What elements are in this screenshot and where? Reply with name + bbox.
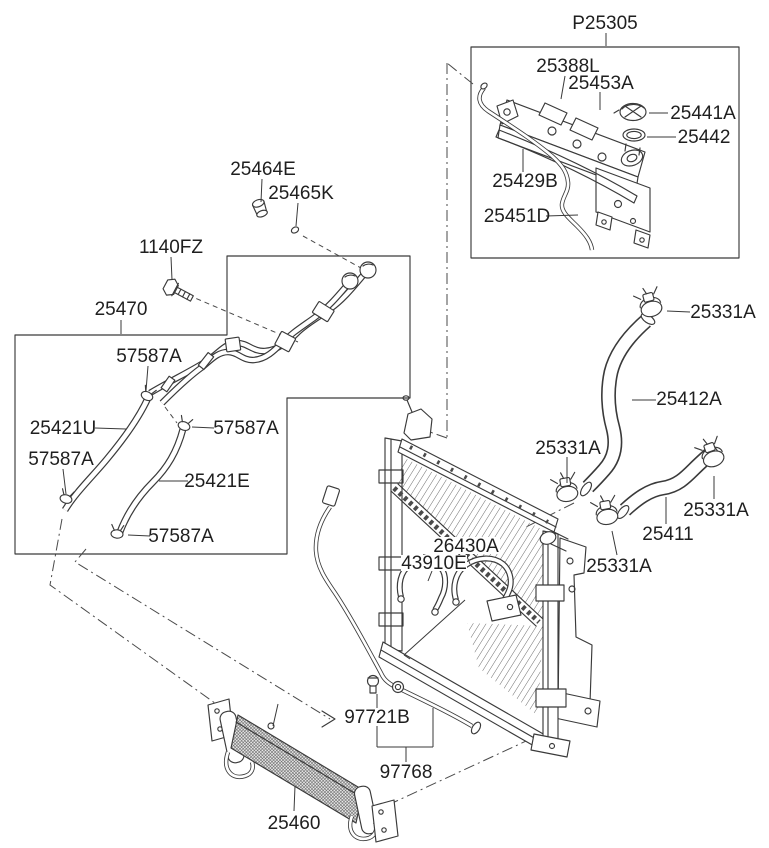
label-97721b: 97721B	[344, 707, 410, 728]
tank-pad-25388l	[538, 102, 568, 126]
radiator-drawing	[378, 395, 601, 758]
label-57587a-4: 57587A	[148, 526, 214, 547]
reservoir-detail-box	[470, 46, 740, 259]
tube-end-cap	[470, 721, 482, 735]
part-labels: P25305 25388L 25453A 25441A 25442 25429B…	[28, 13, 756, 834]
label-pads	[401, 537, 500, 571]
label-43910e: 43910E	[401, 553, 467, 574]
label-25331a-4: 25331A	[586, 556, 652, 577]
label-25442: 25442	[678, 127, 731, 148]
label-25441a: 25441A	[670, 103, 736, 124]
label-p25305: P25305	[572, 13, 638, 34]
tube-assembly-box	[14, 255, 411, 555]
label-57587a-3: 57587A	[28, 449, 94, 470]
label-25460: 25460	[268, 813, 321, 834]
clamp-25331a	[589, 492, 621, 528]
tank-pad-25453a	[569, 117, 599, 141]
label-25451d: 25451D	[484, 206, 551, 227]
label-57587a-2: 57587A	[213, 418, 279, 439]
label-25429b: 25429B	[492, 171, 558, 192]
tube-assembly-25470-drawing	[148, 261, 377, 406]
label-25412a: 25412A	[656, 389, 722, 410]
reservoir-tank-drawing	[477, 82, 651, 251]
pipe-ball-end	[341, 272, 359, 290]
clamp-25331a	[549, 469, 581, 505]
label-25465k: 25465K	[268, 183, 334, 204]
label-25411: 25411	[642, 524, 693, 545]
label-25464e: 25464E	[230, 159, 296, 180]
leader-lines	[62, 33, 715, 812]
label-25453a: 25453A	[568, 73, 634, 94]
cap-25441a	[613, 102, 647, 122]
o-ring-25465k	[290, 226, 300, 234]
label-25388l: 25388L	[536, 56, 599, 77]
label-25470: 25470	[95, 299, 148, 320]
dashed-leaders	[164, 235, 362, 424]
hose-25421e	[116, 428, 187, 534]
oil-cooler-25460-drawing	[207, 698, 399, 843]
packing-25442	[622, 128, 646, 142]
label-25331a-2: 25331A	[535, 438, 601, 459]
projection-lines	[49, 62, 575, 806]
pipe-ball-end	[359, 261, 377, 279]
grommet-97721b	[366, 674, 380, 694]
label-25421e: 25421E	[184, 471, 250, 492]
label-1140fz: 1140FZ	[139, 237, 203, 258]
label-57587a-1: 57587A	[116, 346, 182, 367]
oil-cooler-tube-97768-drawing	[313, 485, 482, 735]
clamp-25331a	[631, 284, 665, 321]
tube-nut	[391, 680, 405, 694]
label-25421u: 25421U	[30, 418, 97, 439]
label-25331a-1: 25331A	[690, 302, 756, 323]
label-26430a: 26430A	[433, 536, 499, 557]
grommet-25464e	[251, 198, 268, 218]
formed-hose-26430a	[403, 555, 522, 660]
bolt-1140fz	[162, 278, 194, 302]
hose-25421u	[62, 396, 152, 512]
radiator-core-fins-lower	[467, 623, 543, 716]
label-25331a-3: 25331A	[683, 500, 749, 521]
filler-neck	[620, 149, 644, 167]
arrow-icon	[321, 710, 336, 728]
hose-25412a	[579, 312, 656, 497]
label-97768: 97768	[380, 762, 433, 783]
